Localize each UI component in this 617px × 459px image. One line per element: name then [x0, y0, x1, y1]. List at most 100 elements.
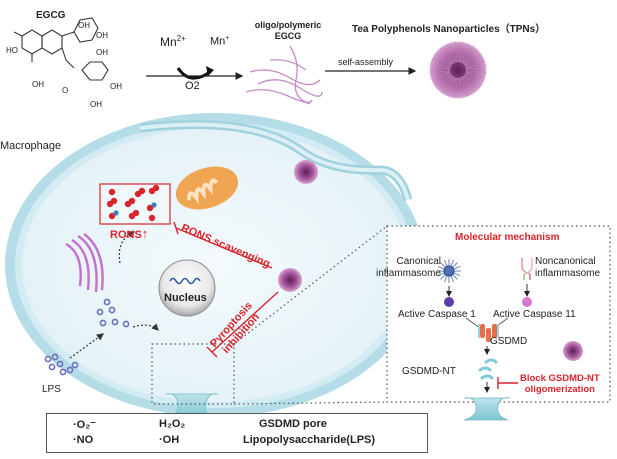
tpn-spike — [463, 50, 480, 65]
tpn-nanoparticle-icon — [429, 41, 487, 99]
gsdmd-protein-icon — [465, 317, 509, 342]
lps-particles-icon — [44, 298, 130, 376]
block-inhibition-line — [497, 377, 518, 389]
noncanonical-line2: inflammasome — [535, 268, 601, 279]
lps-dot-icon — [111, 318, 119, 326]
egcg-oh-3: OH — [96, 48, 108, 57]
zoom-connector-line-bottom — [233, 401, 388, 405]
tpn-spike — [454, 41, 458, 63]
lps-to-rons-arrow — [118, 231, 136, 264]
tpn-spike — [465, 71, 487, 77]
tpn-spike — [432, 55, 452, 67]
egcg-title: EGCG — [36, 10, 66, 21]
pore-zoom-box — [151, 343, 235, 405]
rons-molecule-icon — [108, 188, 116, 196]
rons-molecule-icon — [148, 214, 156, 222]
canonical-line1: Canonical — [396, 256, 441, 267]
gsdmd-nt-icon — [478, 358, 498, 380]
egcg-oh-6: OH — [90, 100, 102, 109]
mn-reaction-arrow-icon — [146, 66, 244, 80]
egcg-o: O — [62, 86, 69, 95]
rons-text: RONS — [110, 229, 142, 241]
lps-dot-icon — [56, 360, 64, 368]
caspase1-label: Active Caspase 1 — [398, 309, 476, 320]
tpn-spike — [436, 50, 453, 65]
block-line2: oligomerization — [524, 384, 595, 395]
lps-dot-icon — [96, 308, 104, 316]
rons-molecule-icon — [128, 209, 140, 220]
lps-dot-icon — [103, 298, 111, 306]
rons-molecules-icon — [106, 184, 160, 222]
canonical-line2: inflammasome — [375, 268, 441, 279]
tpn-spike — [460, 42, 468, 63]
gsdmd-label: GSDMD — [490, 336, 528, 347]
gsdmd-nt-label: GSDMD-NT — [402, 366, 456, 377]
tpn-spike — [465, 66, 487, 70]
egcg-structure-icon — [13, 17, 109, 81]
tpn-spike — [460, 77, 468, 98]
egcg-oh-1: OH — [78, 21, 90, 30]
inflammasome-spike — [437, 265, 445, 270]
macrophage-cell — [5, 113, 425, 417]
tpn-spike — [445, 43, 456, 63]
oligomer-strands-icon — [245, 45, 323, 105]
oligomer-title-line1: oligo/polymeric — [254, 20, 322, 30]
rons-scavenging-inhibition — [173, 221, 273, 269]
oligomer-title: oligo/polymeric EGCG — [244, 20, 332, 42]
zoom-connector-line — [233, 225, 388, 345]
tpn-spike — [463, 48, 478, 65]
golgi-icon — [65, 233, 104, 293]
tpn-spike — [459, 77, 465, 99]
legend-item-superoxide: ·O₂⁻ — [73, 419, 96, 431]
lps-label: LPS — [42, 384, 61, 395]
oligomer-title-line2: EGCG — [274, 31, 302, 41]
mn-plus-label: Mn+ — [210, 35, 229, 48]
lps-dot-icon — [59, 368, 67, 376]
mn-charge: + — [225, 35, 230, 42]
inflammasome-spike — [440, 262, 446, 268]
tpn-spike — [465, 72, 486, 80]
tpn-spike — [438, 48, 453, 65]
mitochondria-icon — [175, 166, 239, 210]
rons-up-arrow-icon: ↑ — [141, 226, 149, 241]
nucleus-label: Nucleus — [164, 292, 207, 304]
legend-item-hydroxyl: ·OH — [159, 434, 180, 446]
tpn-spike — [465, 72, 485, 83]
gsdmd-pore-result-icon — [463, 397, 511, 421]
tpn-title: Tea Polyphenols Nanoparticles（TPNs） — [352, 24, 546, 35]
inflammasome-spike — [453, 272, 461, 277]
canonical-label: Canonical inflammasome — [376, 256, 441, 280]
tpn-spike — [465, 57, 485, 68]
canonical-inflammasome-icon — [437, 259, 461, 283]
mn2-base: Mn — [160, 35, 177, 49]
caspase11-icon — [522, 297, 532, 307]
legend-item-lps: Lipopolysaccharide(LPS) — [243, 434, 376, 446]
o2-label: O2 — [185, 80, 200, 92]
tpn-spike — [440, 76, 454, 94]
lps-dot-icon — [99, 319, 107, 327]
rons-molecule-icon — [108, 210, 119, 220]
tpn-spike — [443, 76, 455, 96]
tpn-spike — [465, 60, 486, 68]
tpn-spike — [430, 60, 451, 68]
tpn-spike — [463, 75, 480, 90]
tpn-spike — [429, 71, 451, 77]
egcg-ho: HO — [6, 46, 18, 55]
tpn-spike — [464, 52, 482, 66]
tpn-spike — [463, 75, 478, 92]
self-assembly-label: self-assembly — [338, 57, 394, 67]
tpn-spike — [429, 63, 451, 69]
tpn-spike — [464, 74, 482, 88]
nucleus-icon — [158, 259, 216, 317]
pyroptosis-inhibition-line — [206, 291, 279, 358]
tpn-spike — [436, 75, 453, 90]
tpn-spike — [448, 77, 456, 98]
lps-entry-arrow — [69, 333, 104, 359]
caspase1-icon — [444, 297, 454, 307]
rons-molecule-icon — [124, 197, 136, 208]
rons-molecule-icon — [106, 197, 118, 208]
tpn-spike — [431, 57, 451, 68]
inflammasome-spike — [452, 274, 458, 280]
tpn-spike — [429, 70, 451, 74]
tpn-cytoplasm-icon — [278, 268, 302, 292]
